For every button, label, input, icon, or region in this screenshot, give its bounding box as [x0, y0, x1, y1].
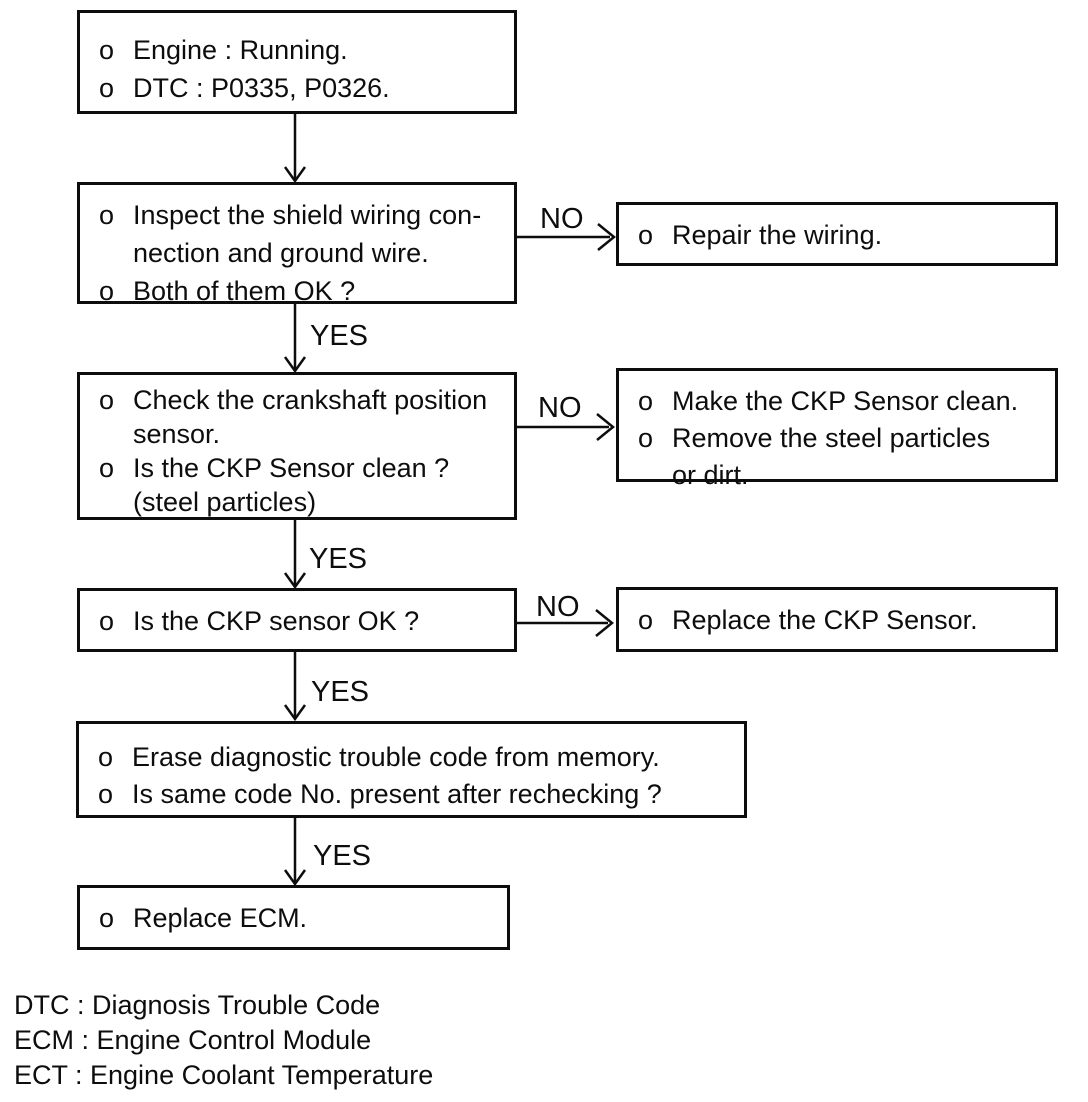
bullet-marker: o [99, 606, 115, 636]
edge-label-yes-1: YES [310, 320, 369, 352]
edge-label-no-3: NO [536, 591, 580, 623]
bullet-marker: o [99, 35, 115, 65]
flow-box-replace-ckp: o Replace the CKP Sensor. [616, 587, 1058, 652]
box-line-text: Replace ECM. [133, 903, 308, 933]
bullet-marker [80, 234, 133, 272]
box-line: o Erase diagnostic trouble code from mem… [79, 739, 744, 776]
box-line-text: Is the CKP Sensor clean ? [133, 453, 450, 483]
bullet-marker: o [99, 903, 115, 933]
box-line: o Make the CKP Sensor clean. [619, 383, 1055, 420]
box-line-text: Repair the wiring. [672, 220, 883, 250]
bullet-marker [80, 417, 133, 451]
flow-box-erase-dtc: o Erase diagnostic trouble code from mem… [76, 721, 747, 818]
box-line: o Inspect the shield wiring con- [80, 196, 514, 234]
bullet-marker: o [99, 385, 115, 415]
bullet-marker [619, 457, 672, 494]
edge-label-yes-2: YES [309, 543, 368, 575]
box-line: o Repair the wiring. [619, 219, 1055, 251]
box-line-text: (steel particles) [133, 487, 317, 517]
bullet-marker: o [638, 220, 654, 250]
box-line: o Is the CKP sensor OK ? [80, 605, 514, 637]
bullet-marker: o [99, 73, 115, 103]
edge-label-no-2: NO [538, 392, 582, 424]
flow-box-start: o Engine : Running. o DTC : P0335, P0326… [77, 10, 517, 114]
box-line: (steel particles) [80, 485, 514, 519]
box-line: o Replace ECM. [80, 902, 507, 934]
bullet-marker: o [638, 605, 654, 635]
box-line-text: Is the CKP sensor OK ? [133, 606, 420, 636]
box-line-text: Engine : Running. [133, 35, 348, 65]
flow-box-ckp-ok: o Is the CKP sensor OK ? [77, 588, 517, 652]
bullet-marker [80, 485, 133, 519]
flow-box-replace-ecm: o Replace ECM. [77, 885, 510, 950]
bullet-marker: o [638, 386, 654, 416]
box-line-text: nection and ground wire. [133, 238, 429, 268]
arrow-down-inspect-to-check [283, 304, 307, 374]
box-line-text: Make the CKP Sensor clean. [672, 386, 1019, 416]
abbreviation-legend: DTC : Diagnosis Trouble Code ECM : Engin… [14, 988, 433, 1093]
edge-label-no-1: NO [540, 203, 584, 235]
box-line-text: Is same code No. present after recheckin… [132, 779, 662, 809]
flow-box-check-ckp: o Check the crankshaft position sensor. … [77, 372, 517, 520]
box-line: o Replace the CKP Sensor. [619, 604, 1055, 636]
legend-line-ecm: ECM : Engine Control Module [14, 1025, 372, 1055]
arrow-down-check-to-ckpok [283, 520, 307, 590]
box-line: sensor. [80, 417, 514, 451]
bullet-marker: o [99, 200, 115, 230]
box-line: o Engine : Running. [80, 31, 514, 69]
box-line-text: Replace the CKP Sensor. [672, 605, 978, 635]
flow-box-repair-wiring: o Repair the wiring. [616, 202, 1058, 266]
legend-line-ect: ECT : Engine Coolant Temperature [14, 1060, 434, 1090]
flow-box-inspect-wiring: o Inspect the shield wiring con- nection… [77, 182, 517, 306]
box-line-text: Remove the steel particles [672, 423, 991, 453]
box-line: o Check the crankshaft position [80, 383, 514, 417]
box-line-text: Erase diagnostic trouble code from memor… [132, 742, 660, 772]
box-line-text: Both of them OK ? [133, 276, 356, 306]
bullet-marker: o [99, 453, 115, 483]
box-line: o Is same code No. present after recheck… [79, 776, 744, 813]
flow-box-clean-ckp: o Make the CKP Sensor clean. o Remove th… [616, 368, 1058, 490]
bullet-marker: o [98, 779, 114, 809]
arrow-down-start-to-inspect [283, 114, 307, 184]
box-line-text: sensor. [133, 419, 221, 449]
edge-label-yes-4: YES [313, 840, 372, 872]
box-line-text: Check the crankshaft position [133, 385, 488, 415]
box-line-text: or dirt. [672, 460, 749, 490]
arrow-down-erase-to-ecm [283, 818, 307, 887]
bullet-marker: o [638, 423, 654, 453]
edge-label-yes-3: YES [311, 676, 370, 708]
bullet-marker: o [99, 276, 115, 306]
box-line: o Both of them OK ? [80, 272, 514, 310]
box-line: o Remove the steel particles [619, 420, 1055, 457]
bullet-marker: o [98, 742, 114, 772]
box-line-text: Inspect the shield wiring con- [133, 200, 482, 230]
box-line: o Is the CKP Sensor clean ? [80, 451, 514, 485]
box-line: or dirt. [619, 457, 1055, 494]
arrow-down-ckpok-to-erase [283, 652, 307, 722]
box-line: o DTC : P0335, P0326. [80, 69, 514, 107]
box-line-text: DTC : P0335, P0326. [133, 73, 390, 103]
legend-line-dtc: DTC : Diagnosis Trouble Code [14, 990, 381, 1020]
box-line: nection and ground wire. [80, 234, 514, 272]
